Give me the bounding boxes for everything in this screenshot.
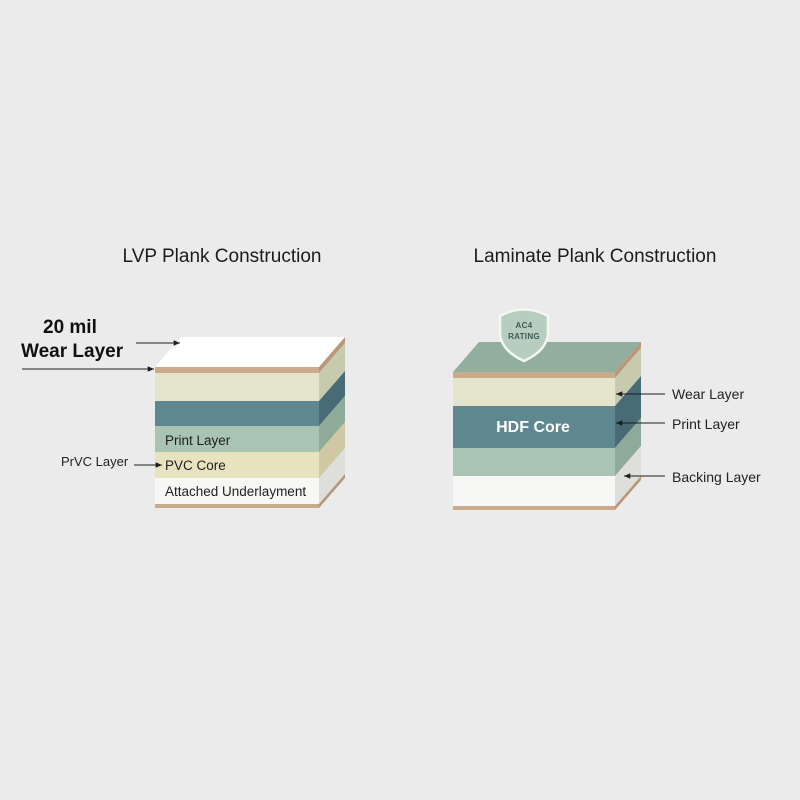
laminate-print-label: Print Layer bbox=[672, 416, 740, 432]
lvp-print-layer-label: Print Layer bbox=[165, 433, 231, 448]
laminate-wear-label: Wear Layer bbox=[672, 386, 744, 402]
laminate-side-tan bbox=[615, 342, 641, 378]
lvp-bottom-edge bbox=[155, 504, 319, 508]
laminate-layer-hdf bbox=[453, 406, 615, 448]
lvp-layer-print bbox=[155, 426, 319, 452]
laminate-top-face bbox=[453, 342, 641, 372]
lvp-plank: LVP Plank Construction Print Layer PVC C… bbox=[21, 246, 345, 508]
lvp-side-tan bbox=[319, 337, 345, 373]
ac4-rating-badge: AC4 RATING bbox=[498, 308, 550, 363]
lvp-tan-edge bbox=[155, 367, 319, 373]
laminate-bottom-edge bbox=[453, 506, 615, 510]
shield-icon bbox=[498, 308, 550, 363]
laminate-tan-edge bbox=[453, 372, 615, 378]
laminate-layer-print bbox=[453, 448, 615, 476]
lvp-side-cream bbox=[319, 343, 345, 401]
laminate-title: Laminate Plank Construction bbox=[474, 246, 717, 267]
laminate-hdf-core-label: HDF Core bbox=[496, 419, 570, 436]
laminate-backing-label: Backing Layer bbox=[672, 469, 761, 485]
lvp-top-face bbox=[155, 337, 345, 367]
laminate-side-bottom bbox=[615, 476, 641, 510]
lvp-wear-callout-line2: Wear Layer bbox=[21, 341, 124, 362]
lvp-side-slate bbox=[319, 371, 345, 426]
laminate-layer-wear bbox=[453, 378, 615, 406]
lvp-side-bottom bbox=[319, 474, 345, 508]
lvp-underlayment-label: Attached Underlayment bbox=[165, 484, 306, 499]
badge-line2: RATING bbox=[508, 332, 540, 341]
lvp-layer-core bbox=[155, 452, 319, 478]
laminate-layer-backing bbox=[453, 476, 615, 506]
laminate-side-print bbox=[615, 418, 641, 476]
lvp-side-under bbox=[319, 448, 345, 504]
lvp-wear-callout-line1: 20 mil bbox=[43, 317, 97, 338]
lvp-prvc-label: PrVC Layer bbox=[61, 454, 129, 469]
lvp-pvc-core-label: PVC Core bbox=[165, 458, 226, 473]
lvp-layer-cream bbox=[155, 373, 319, 401]
lvp-side-print bbox=[319, 396, 345, 452]
lvp-side-core bbox=[319, 422, 345, 478]
lvp-layer-slate bbox=[155, 401, 319, 426]
badge-line1: AC4 bbox=[516, 321, 533, 330]
lvp-layer-underlayment bbox=[155, 478, 319, 504]
lvp-title: LVP Plank Construction bbox=[123, 246, 322, 267]
laminate-plank: Laminate Plank Construction HDF Core AC4… bbox=[453, 246, 761, 510]
